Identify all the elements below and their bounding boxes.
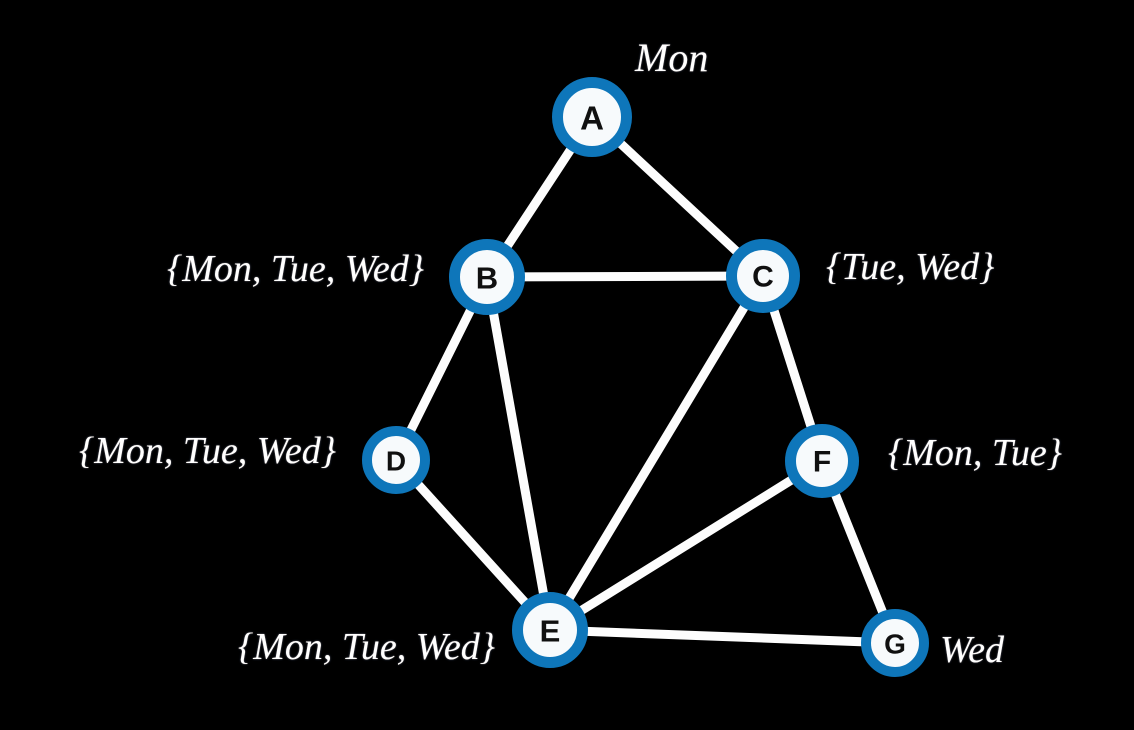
- node-circle-a: [552, 77, 632, 157]
- node-letter-d: D: [386, 446, 406, 477]
- domain-label-c: {Tue, Wed}: [826, 246, 995, 288]
- graph-node-c[interactable]: C: [726, 239, 800, 313]
- graph-edge-c-e: [545, 271, 768, 635]
- graph-edge-e-f: [545, 456, 827, 635]
- graph-node-g[interactable]: G: [861, 609, 929, 677]
- graph-node-b[interactable]: B: [449, 239, 525, 315]
- node-letter-e: E: [540, 614, 561, 649]
- edges-layer: [391, 112, 900, 648]
- domain-label-e: {Mon, Tue, Wed}: [238, 626, 495, 668]
- domain-label-g: Wed: [940, 629, 1005, 671]
- node-letter-c: C: [752, 261, 774, 294]
- graph-edge-d-e: [391, 455, 555, 635]
- nodes-layer: A B C D E F G: [362, 77, 929, 677]
- node-circle-b: [449, 239, 525, 315]
- node-circle-f: [785, 424, 859, 498]
- graph-edge-b-c: [482, 271, 768, 282]
- node-circle-e: [512, 592, 588, 668]
- graph-edge-b-e: [482, 272, 555, 635]
- graph-edge-e-g: [545, 625, 900, 648]
- node-circle-d: [362, 426, 430, 494]
- domain-label-f: {Mon, Tue}: [888, 432, 1062, 474]
- domain-label-d: {Mon, Tue, Wed}: [79, 430, 336, 472]
- node-circle-g: [861, 609, 929, 677]
- node-circle-c: [726, 239, 800, 313]
- graph-node-a[interactable]: A: [552, 77, 632, 157]
- domain-label-b: {Mon, Tue, Wed}: [167, 248, 424, 290]
- graph-node-f[interactable]: F: [785, 424, 859, 498]
- graph-node-d[interactable]: D: [362, 426, 430, 494]
- domain-label-a: Mon: [635, 35, 709, 80]
- node-letter-g: G: [884, 629, 906, 660]
- node-letter-f: F: [813, 446, 831, 479]
- graph-node-e[interactable]: E: [512, 592, 588, 668]
- node-letter-a: A: [580, 100, 604, 137]
- node-letter-b: B: [476, 261, 498, 296]
